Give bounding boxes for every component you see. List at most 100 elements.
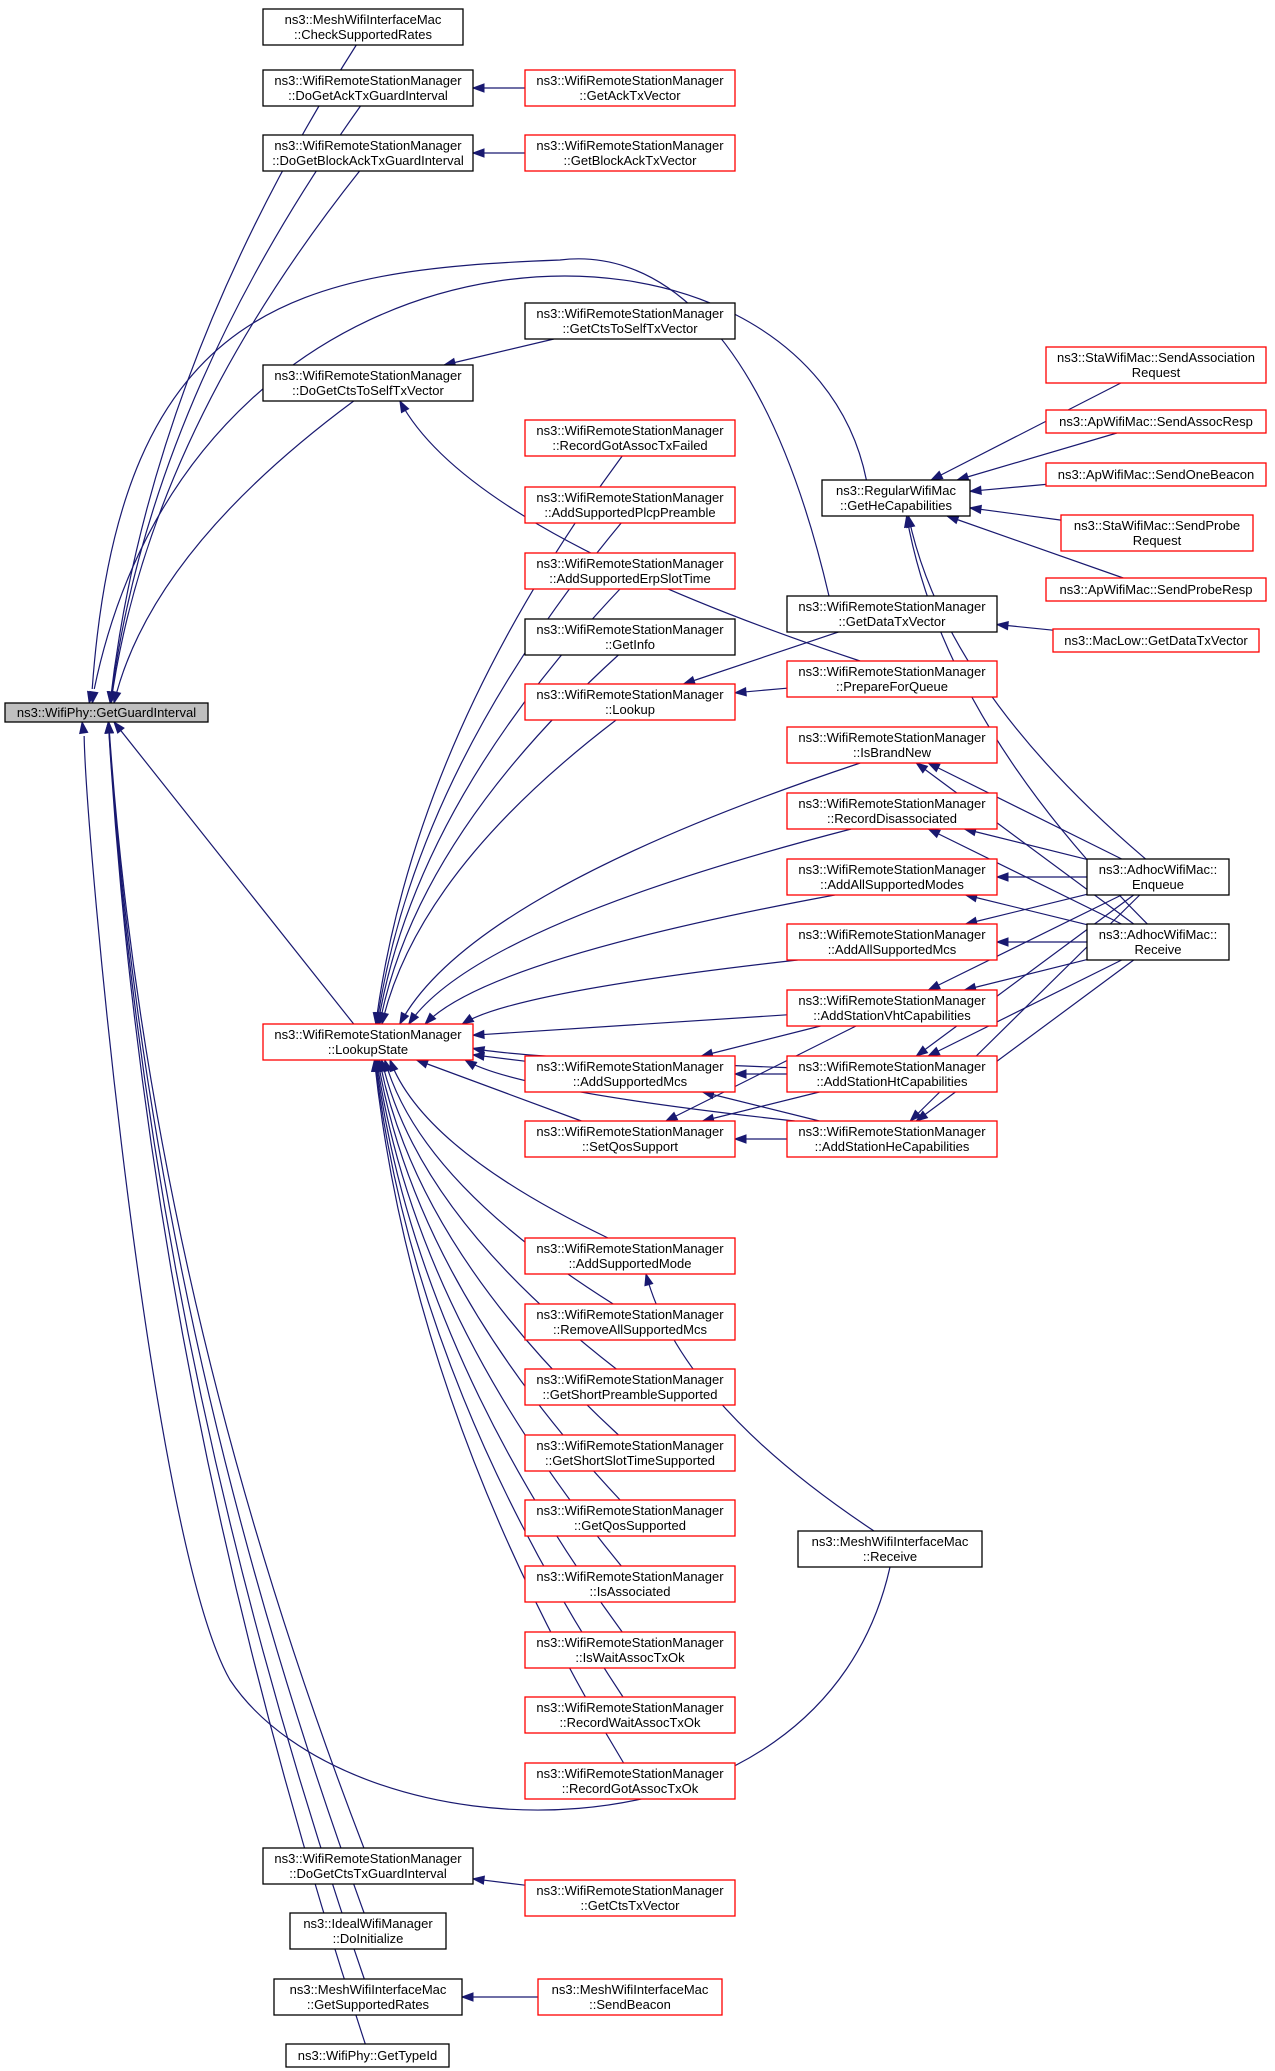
- edge-line: [946, 515, 1124, 579]
- node-getDataTxVector[interactable]: ns3::WifiRemoteStationManager::GetDataTx…: [786, 595, 998, 633]
- node-lookupState[interactable]: ns3::WifiRemoteStationManager::LookupSta…: [262, 1023, 474, 1061]
- node-lookup[interactable]: ns3::WifiRemoteStationManager::Lookup: [524, 683, 736, 721]
- node-apSendAssocResp[interactable]: ns3::ApWifiMac::SendAssocResp: [1045, 409, 1267, 434]
- node-recordGotAssocTxOk[interactable]: ns3::WifiRemoteStationManager::RecordGot…: [524, 1762, 736, 1800]
- node-prepareForQueue[interactable]: ns3::WifiRemoteStationManager::PrepareFo…: [786, 660, 998, 698]
- node-meshCheckSupportedRates[interactable]: ns3::MeshWifiInterfaceMac::CheckSupporte…: [262, 8, 464, 46]
- node-doGetCtsToSelfTxVector[interactable]: ns3::WifiRemoteStationManager::DoGetCtsT…: [262, 364, 474, 402]
- node-addAllSupportedModes[interactable]: ns3::WifiRemoteStationManager::AddAllSup…: [786, 858, 998, 896]
- node-wifiPhyGetTypeId[interactable]: ns3::WifiPhy::GetTypeId: [285, 2043, 450, 2068]
- edge-arrowhead: [644, 1272, 654, 1287]
- node-apSendOneBeacon[interactable]: ns3::ApWifiMac::SendOneBeacon: [1045, 462, 1267, 487]
- node-getAckTxVector[interactable]: ns3::WifiRemoteStationManager::GetAckTxV…: [524, 69, 736, 107]
- node-label-line: ::SetQosSupport: [582, 1139, 678, 1154]
- node-label-line: ns3::WifiRemoteStationManager: [536, 1700, 724, 1715]
- edge-arrowhead: [463, 1059, 478, 1071]
- node-doGetAckTxGuardInterval[interactable]: ns3::WifiRemoteStationManager::DoGetAckT…: [262, 69, 474, 107]
- node-box: [1052, 628, 1260, 653]
- node-label-line: ::DoGetAckTxGuardInterval: [288, 88, 448, 103]
- call-edge-meshReceive-to-getGuardInterval: [79, 720, 891, 1811]
- node-recordGotAssocTxFailed[interactable]: ns3::WifiRemoteStationManager::RecordGot…: [524, 419, 736, 457]
- node-label-line: ::AddAllSupportedModes: [820, 877, 964, 892]
- node-label-line: ns3::WifiRemoteStationManager: [798, 664, 986, 679]
- node-meshReceive[interactable]: ns3::MeshWifiInterfaceMac::Receive: [797, 1530, 983, 1568]
- node-box: [524, 1565, 736, 1603]
- node-removeAllSupportedMcs[interactable]: ns3::WifiRemoteStationManager::RemoveAll…: [524, 1303, 736, 1341]
- node-getShortSlotTimeSupported[interactable]: ns3::WifiRemoteStationManager::GetShortS…: [524, 1434, 736, 1472]
- call-edge-getDataTxVector-to-getGuardInterval: [87, 258, 830, 705]
- node-doGetCtsTxGuardInterval[interactable]: ns3::WifiRemoteStationManager::DoGetCtsT…: [262, 1847, 474, 1885]
- node-label-line: ::GetSupportedRates: [307, 1997, 430, 2012]
- node-addSupportedErpSlotTime[interactable]: ns3::WifiRemoteStationManager::AddSuppor…: [524, 552, 736, 590]
- node-box: [1045, 346, 1267, 384]
- edge-arrowhead: [915, 1110, 929, 1122]
- node-setQosSupport[interactable]: ns3::WifiRemoteStationManager::SetQosSup…: [524, 1120, 736, 1158]
- node-box: [1045, 462, 1267, 487]
- node-label-line: Request: [1132, 365, 1181, 380]
- node-label-line: ns3::StaWifiMac::SendProbe: [1074, 518, 1240, 533]
- node-meshGetSupportedRates[interactable]: ns3::MeshWifiInterfaceMac::GetSupportedR…: [273, 1978, 463, 2016]
- node-label-line: ns3::WifiRemoteStationManager: [536, 1241, 724, 1256]
- call-edge-recordDisassociated-to-lookupState: [407, 828, 852, 1026]
- edge-arrowhead: [415, 1059, 430, 1069]
- node-adhocEnqueue[interactable]: ns3::AdhocWifiMac::Enqueue: [1086, 858, 1230, 896]
- node-meshSendBeacon[interactable]: ns3::MeshWifiInterfaceMac::SendBeacon: [537, 1978, 723, 2016]
- edge-line: [965, 893, 1088, 925]
- node-label-line: ::AddSupportedPlcpPreamble: [544, 505, 715, 520]
- node-box: [786, 1055, 998, 1093]
- edge-line: [928, 894, 1122, 991]
- node-apSendProbeResp[interactable]: ns3::ApWifiMac::SendProbeResp: [1045, 577, 1267, 602]
- node-label-line: ::AddAllSupportedMcs: [828, 942, 957, 957]
- node-recordDisassociated[interactable]: ns3::WifiRemoteStationManager::RecordDis…: [786, 792, 998, 830]
- call-edge-getAckTxVector-to-doGetAckTxGuardInterval: [471, 83, 525, 93]
- call-edge-meshGetSupportedRates-to-getGuardInterval: [104, 720, 365, 1980]
- node-addStationHeCapabilities[interactable]: ns3::WifiRemoteStationManager::AddStatio…: [786, 1120, 998, 1158]
- node-box: [537, 1978, 723, 2016]
- node-isAssociated[interactable]: ns3::WifiRemoteStationManager::IsAssocia…: [524, 1565, 736, 1603]
- edge-arrowhead: [471, 1029, 485, 1040]
- node-addSupportedMcs[interactable]: ns3::WifiRemoteStationManager::AddSuppor…: [524, 1055, 736, 1093]
- node-addStationHtCapabilities[interactable]: ns3::WifiRemoteStationManager::AddStatio…: [786, 1055, 998, 1093]
- call-edge-adhocEnqueue-to-addStationHtCapabilities: [915, 894, 1135, 1057]
- node-label-line: ::DoGetCtsTxGuardInterval: [289, 1866, 447, 1881]
- node-addStationVhtCapabilities[interactable]: ns3::WifiRemoteStationManager::AddStatio…: [786, 989, 998, 1027]
- node-label-line: Enqueue: [1132, 877, 1184, 892]
- node-label-line: ns3::WifiRemoteStationManager: [536, 1059, 724, 1074]
- node-label-line: ::RemoveAllSupportedMcs: [553, 1322, 707, 1337]
- node-macLowGetDataTxVector[interactable]: ns3::MacLow::GetDataTxVector: [1052, 628, 1260, 653]
- node-addSupportedPlcpPreamble[interactable]: ns3::WifiRemoteStationManager::AddSuppor…: [524, 486, 736, 524]
- edge-arrowhead: [370, 1058, 381, 1072]
- node-label-line: ns3::MeshWifiInterfaceMac: [552, 1982, 709, 1997]
- node-recordWaitAssocTxOk[interactable]: ns3::WifiRemoteStationManager::RecordWai…: [524, 1696, 736, 1734]
- node-regularGetHeCapabilities[interactable]: ns3::RegularWifiMac::GetHeCapabilities: [821, 479, 971, 517]
- node-addSupportedMode[interactable]: ns3::WifiRemoteStationManager::AddSuppor…: [524, 1237, 736, 1275]
- node-getBlockAckTxVector[interactable]: ns3::WifiRemoteStationManager::GetBlockA…: [524, 134, 736, 172]
- edge-arrowhead: [389, 1058, 399, 1073]
- node-getCtsToSelfTxVector[interactable]: ns3::WifiRemoteStationManager::GetCtsToS…: [524, 302, 736, 340]
- node-doGetBlockAckTxGuardInterval[interactable]: ns3::WifiRemoteStationManager::DoGetBloc…: [262, 134, 474, 172]
- node-idealDoInitialize[interactable]: ns3::IdealWifiManager::DoInitialize: [289, 1912, 447, 1950]
- node-box: [786, 858, 998, 896]
- node-label-line: ns3::WifiRemoteStationManager: [798, 599, 986, 614]
- node-box: [786, 595, 998, 633]
- node-label-line: ::AddSupportedMode: [569, 1256, 692, 1271]
- node-isBrandNew[interactable]: ns3::WifiRemoteStationManager::IsBrandNe…: [786, 726, 998, 764]
- node-getQosSupported[interactable]: ns3::WifiRemoteStationManager::GetQosSup…: [524, 1499, 736, 1537]
- node-addAllSupportedMcs[interactable]: ns3::WifiRemoteStationManager::AddAllSup…: [786, 923, 998, 961]
- edge-line: [108, 721, 365, 1849]
- node-label-line: ns3::WifiRemoteStationManager: [536, 1124, 724, 1139]
- node-label-line: ns3::WifiRemoteStationManager: [798, 862, 986, 877]
- edge-arrowhead: [909, 1109, 922, 1123]
- node-getShortPreambleSupported[interactable]: ns3::WifiRemoteStationManager::GetShortP…: [524, 1368, 736, 1406]
- node-label-line: ns3::WifiRemoteStationManager: [274, 368, 462, 383]
- node-label-line: ::AddSupportedErpSlotTime: [549, 571, 710, 586]
- node-box: [524, 1055, 736, 1093]
- node-adhocReceive[interactable]: ns3::AdhocWifiMac::Receive: [1086, 923, 1230, 961]
- node-isWaitAssocTxOk[interactable]: ns3::WifiRemoteStationManager::IsWaitAss…: [524, 1631, 736, 1669]
- node-box: [524, 1499, 736, 1537]
- node-getCtsTxVector[interactable]: ns3::WifiRemoteStationManager::GetCtsTxV…: [524, 1879, 736, 1917]
- node-getInfo[interactable]: ns3::WifiRemoteStationManager::GetInfo: [524, 618, 736, 656]
